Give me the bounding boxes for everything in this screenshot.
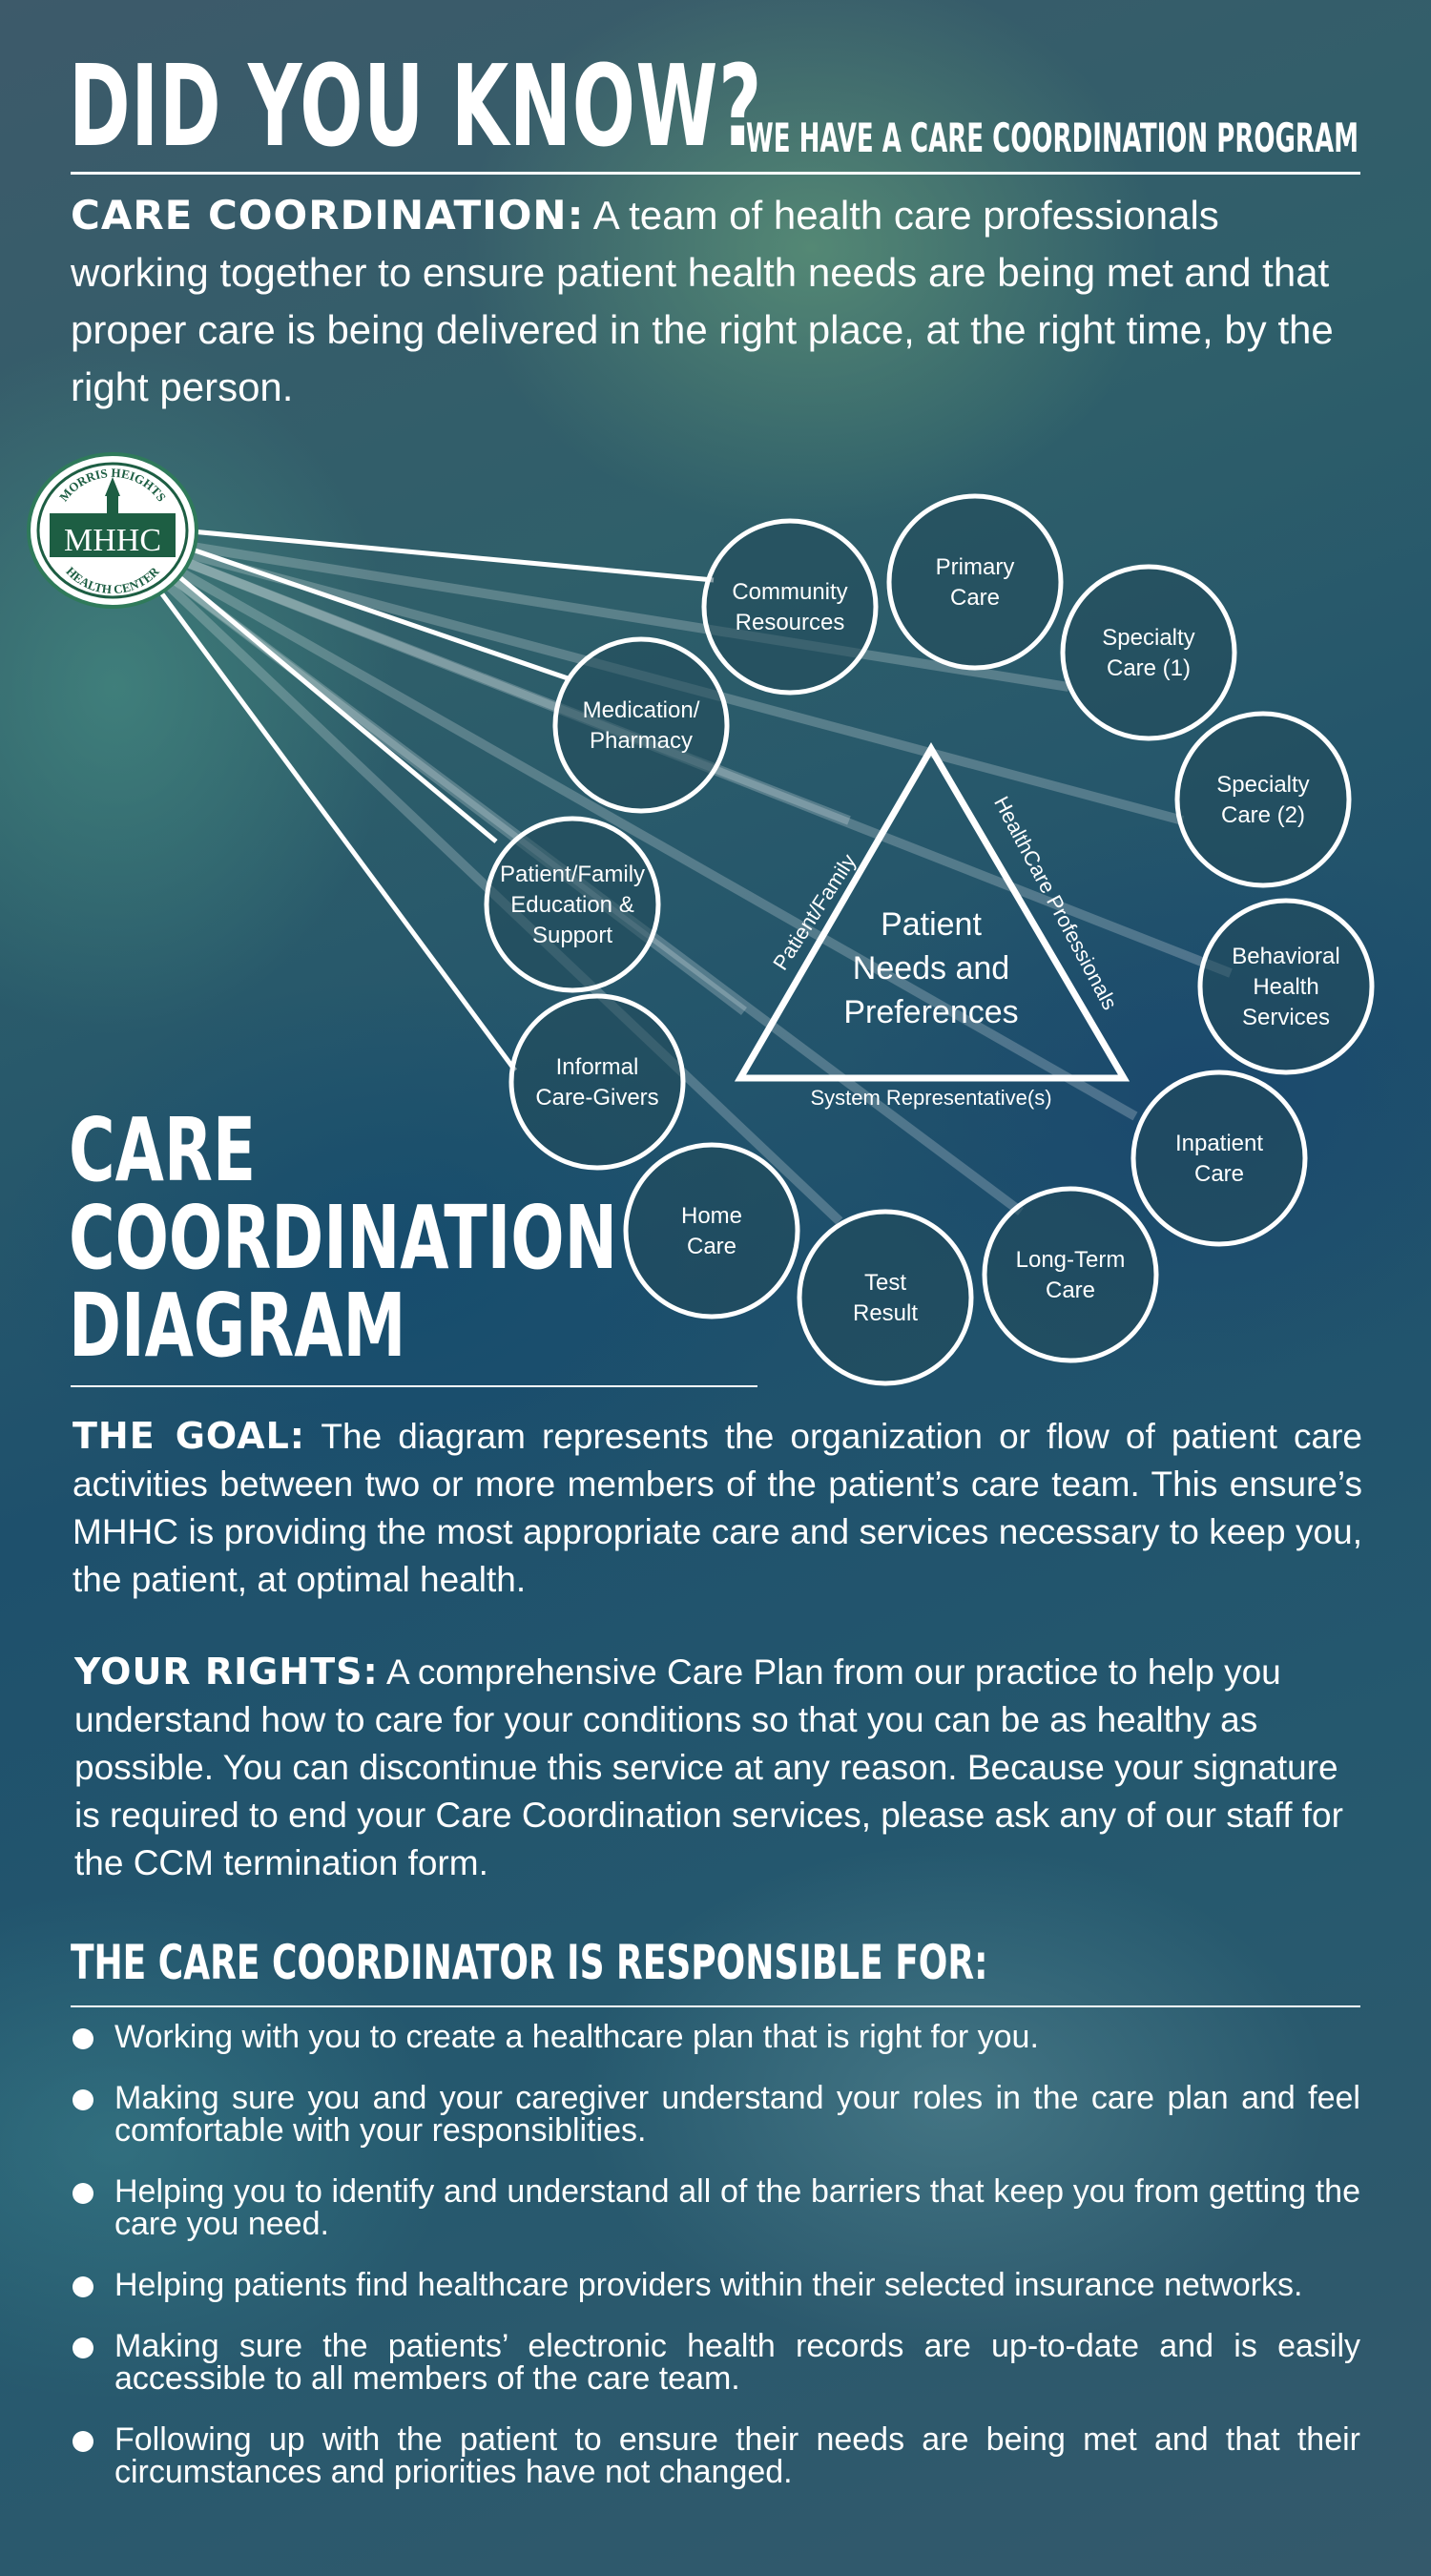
node-circle-behavioral [1197,898,1375,1075]
node-circle-test [797,1209,974,1386]
rights-lead: YOUR RIGHTS: [74,1651,379,1693]
diagram-divider [71,1385,757,1387]
definition-paragraph: CARE COORDINATION: A team of health care… [71,187,1368,416]
goal-paragraph: THE GOAL: The diagram represents the org… [73,1412,1362,1604]
goal-text: The diagram represents the organization … [73,1417,1362,1599]
node-circle-inpatient [1130,1070,1308,1247]
responsibility-text: Making sure the patients’ electronic hea… [114,2328,1360,2397]
logo-connectors [155,528,715,1072]
diagram-heading: CARE COORDINATION DIAGRAM [69,1107,617,1370]
responsibility-text: Helping you to identify and understand a… [114,2173,1360,2242]
bullet-icon [73,2028,93,2049]
responsibility-item: Working with you to create a healthcare … [71,2021,1360,2053]
rights-text: A comprehensive Care Plan from our pract… [74,1652,1343,1882]
logo-monogram: MHHC [64,523,161,558]
definition-lead: CARE COORDINATION: [71,192,585,239]
mhhc-logo: MORRIS HEIGHTS HEALTH CENTER MHHC [27,452,198,609]
node-circle-community [701,518,879,696]
rights-paragraph: YOUR RIGHTS: A comprehensive Care Plan f… [74,1648,1364,1887]
bullet-icon [73,2337,93,2358]
node-circle-medication [552,636,730,814]
node-circle-home [623,1142,800,1319]
care-coordination-diagram: MORRIS HEIGHTS HEALTH CENTER MHHC Patien… [27,452,1375,1386]
responsibility-item: Helping you to identify and understand a… [71,2175,1360,2240]
diagram-heading-line1: CARE [69,1099,257,1201]
bullet-icon [73,2183,93,2204]
node-circle-specialty2 [1174,711,1352,888]
responsibilities-list: Working with you to create a healthcare … [71,2021,1360,2517]
bullet-icon [73,2431,93,2452]
node-circle-specialty1 [1060,564,1237,741]
triangle-side-system-representatives: System Representative(s) [810,1086,1051,1110]
responsibilities-heading: THE CARE COORDINATOR IS RESPONSIBLE FOR: [71,1935,988,1990]
header-divider [71,172,1360,175]
responsibility-item: Following up with the patient to ensure … [71,2423,1360,2488]
responsibility-item: Helping patients find healthcare provide… [71,2269,1360,2301]
responsibility-text: Following up with the patient to ensure … [114,2421,1360,2490]
goal-lead: THE GOAL: [73,1415,306,1457]
bullet-icon [73,2276,93,2297]
node-label-medication: Medication/Pharmacy [583,697,700,754]
responsibility-item: Making sure the patients’ electronic hea… [71,2330,1360,2395]
node-circle-education [484,816,661,993]
responsibility-text: Helping patients find healthcare provide… [114,2267,1303,2303]
node-medication: Medication/Pharmacy [552,636,730,814]
definition-text: A team of health care professionals work… [71,193,1334,409]
diagram-heading-line3: DIAGRAM [69,1275,406,1377]
node-circle-informal [508,993,686,1171]
node-circle-longterm [982,1186,1159,1363]
page-subtitle: WE HAVE A CARE COORDINATION PROGRAM [746,114,1359,161]
responsibility-item: Making sure you and your caregiver under… [71,2082,1360,2147]
diagram-heading-line2: COORDINATION [69,1187,618,1289]
responsibilities-divider [71,2005,1360,2007]
node-circle-primary [886,493,1064,671]
responsibility-text: Making sure you and your caregiver under… [114,2080,1360,2149]
page-title: DID YOU KNOW? [69,40,762,172]
bullet-icon [73,2089,93,2110]
responsibility-text: Working with you to create a healthcare … [114,2019,1039,2055]
